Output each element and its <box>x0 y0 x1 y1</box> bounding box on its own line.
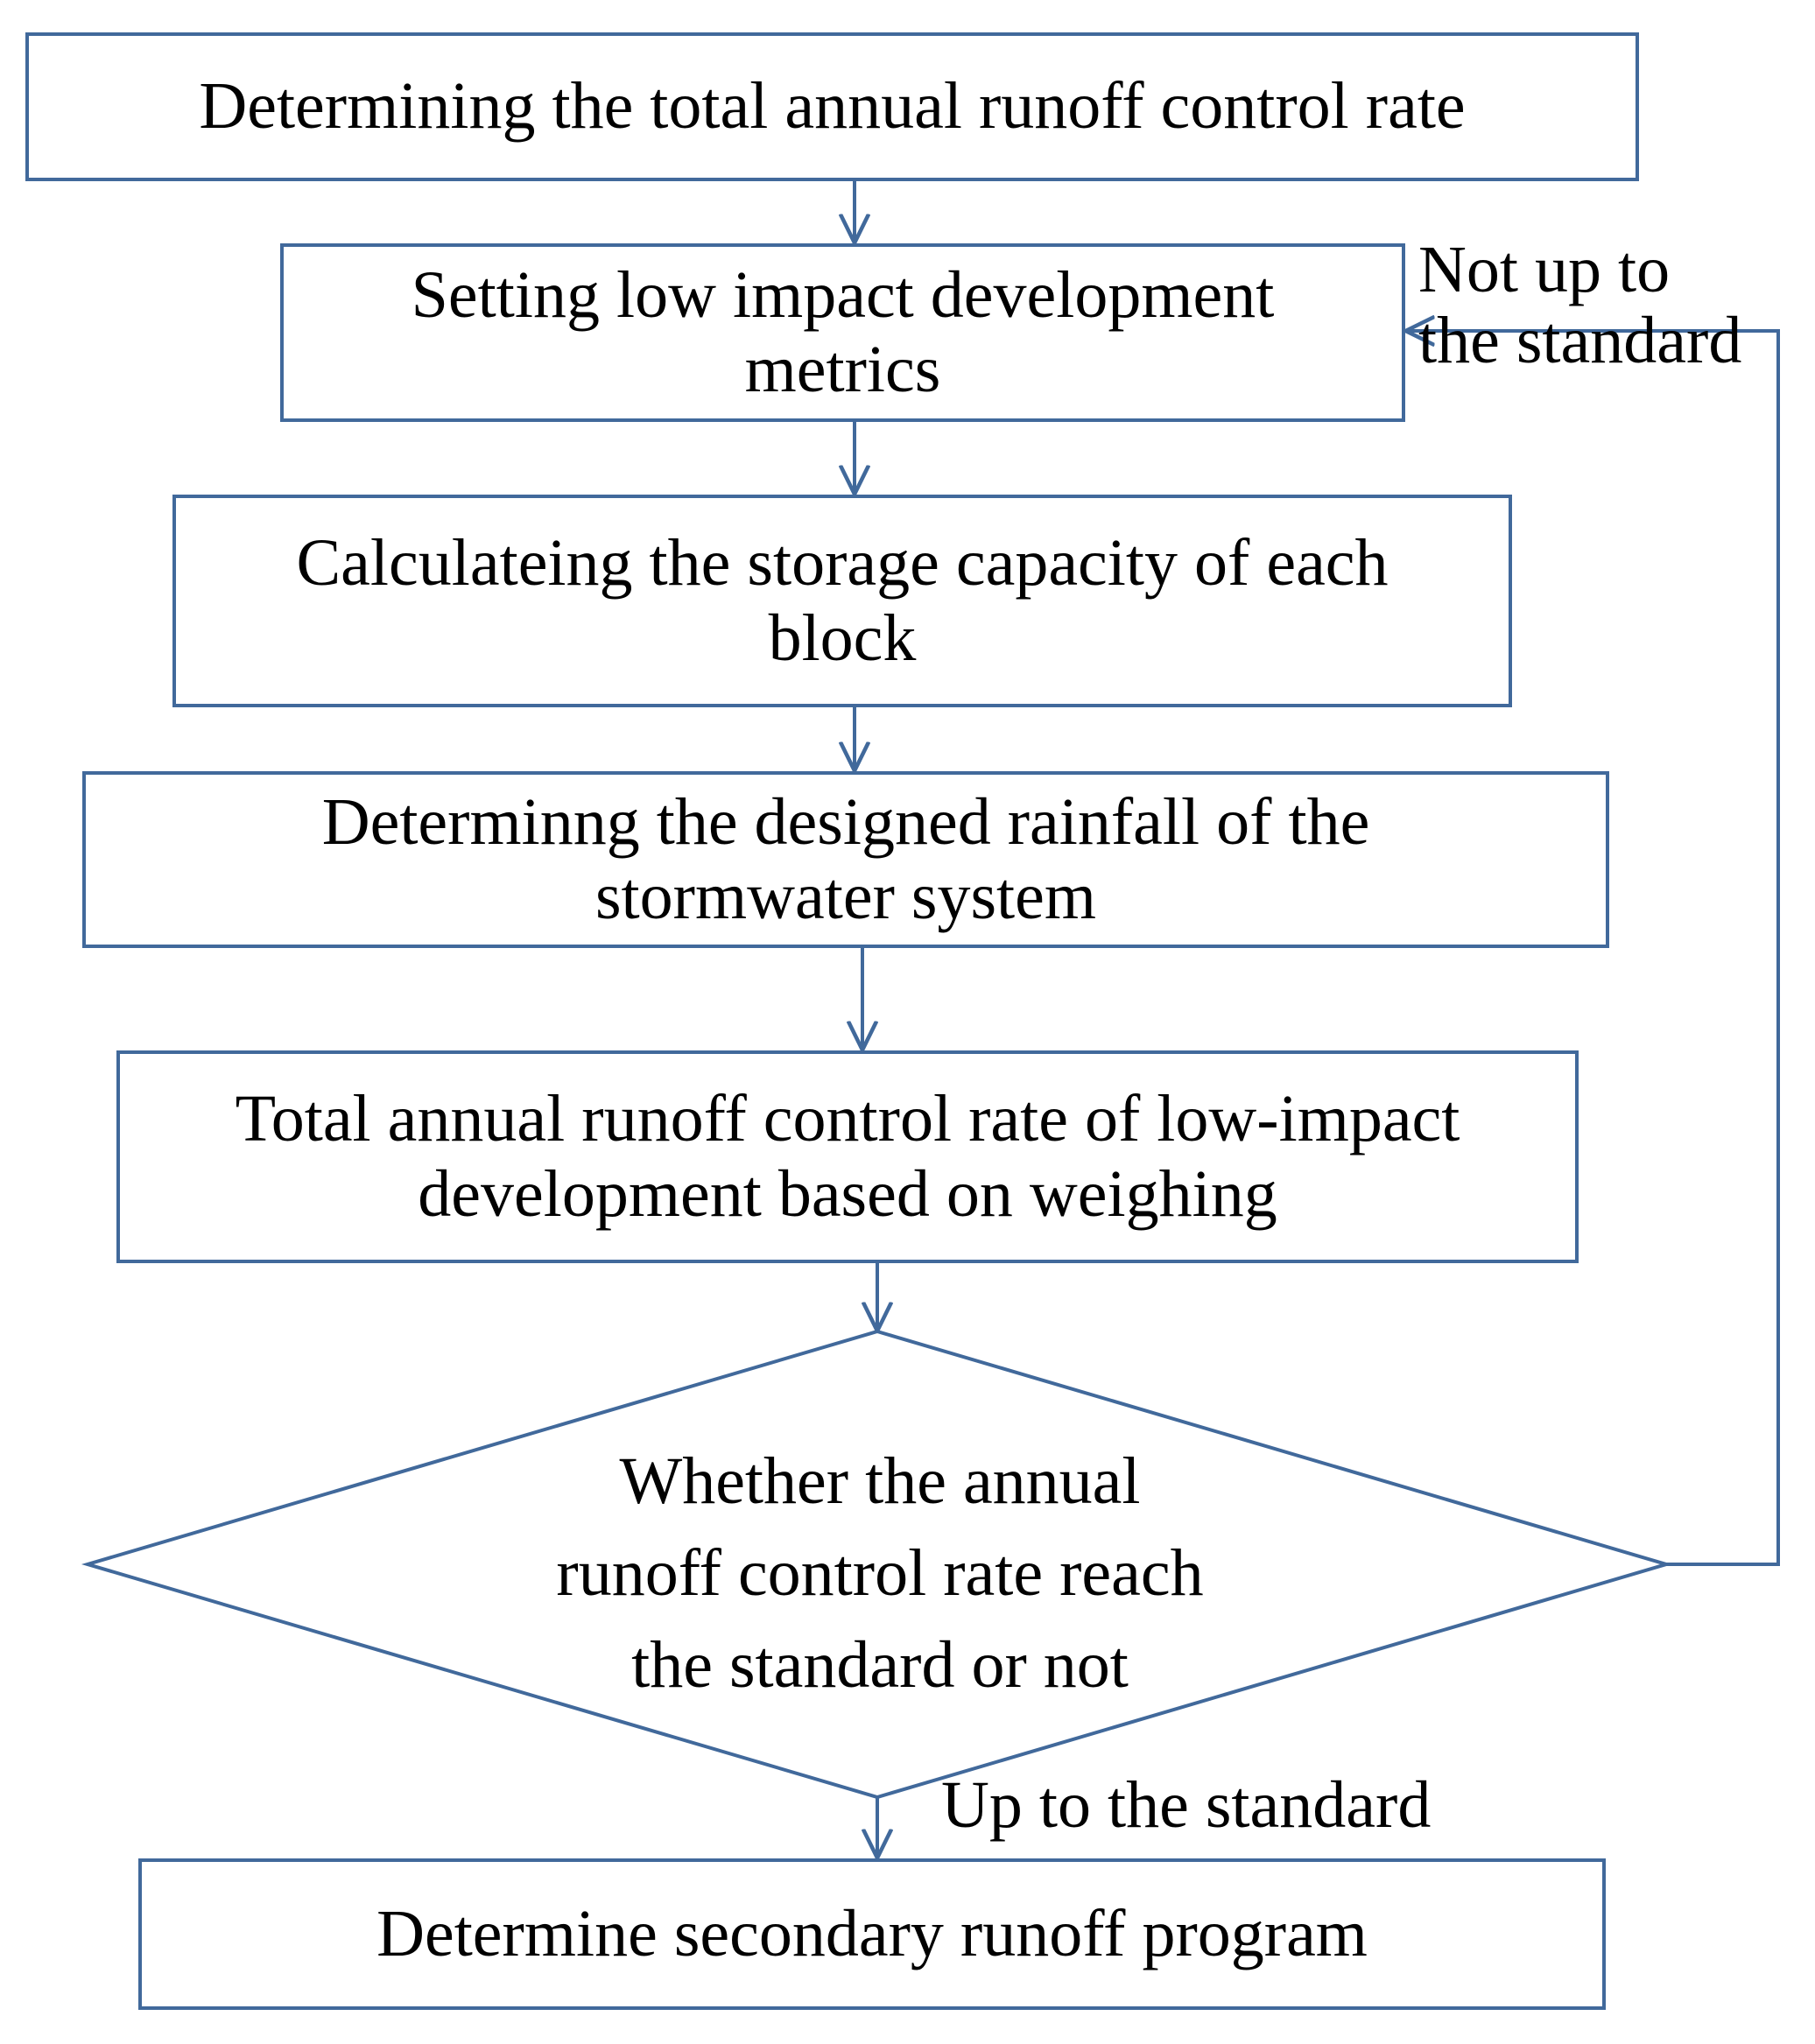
node-total-annual-runoff-control-rate-weighted[interactable]: Total annual runoff control rate of low-… <box>116 1050 1579 1263</box>
node-calculating-storage-capacity[interactable]: Calculateing the storage capacity of eac… <box>172 495 1512 707</box>
node-label: Total annual runoff control rate of low-… <box>235 1082 1460 1231</box>
node-determining-total-annual-runoff-control-rate[interactable]: Determining the total annual runoff cont… <box>25 32 1639 181</box>
node-determining-designed-rainfall[interactable]: Determinng the designed rainfall of the … <box>82 771 1609 948</box>
node-label: Calculateing the storage capacity of eac… <box>296 526 1389 675</box>
node-label: Determining the total annual runoff cont… <box>199 69 1466 144</box>
node-setting-low-impact-development-metrics[interactable]: Setting low impact development metrics <box>280 243 1405 422</box>
node-label: Setting low impact development metrics <box>411 257 1275 406</box>
decision-node-label: Whether the annual runoff control rate r… <box>556 1444 1204 1702</box>
edge-label-not-up-to-the-standard: Not up to the standard <box>1418 233 1742 377</box>
node-label: Determinng the designed rainfall of the … <box>321 784 1370 933</box>
node-determine-secondary-runoff-program[interactable]: Determine secondary runoff program <box>138 1858 1606 2010</box>
edge-label-up-to-the-standard: Up to the standard <box>941 1768 1432 1842</box>
connector-feedback-loop <box>1407 331 1780 1566</box>
node-label: Determine secondary runoff program <box>376 1896 1368 1970</box>
